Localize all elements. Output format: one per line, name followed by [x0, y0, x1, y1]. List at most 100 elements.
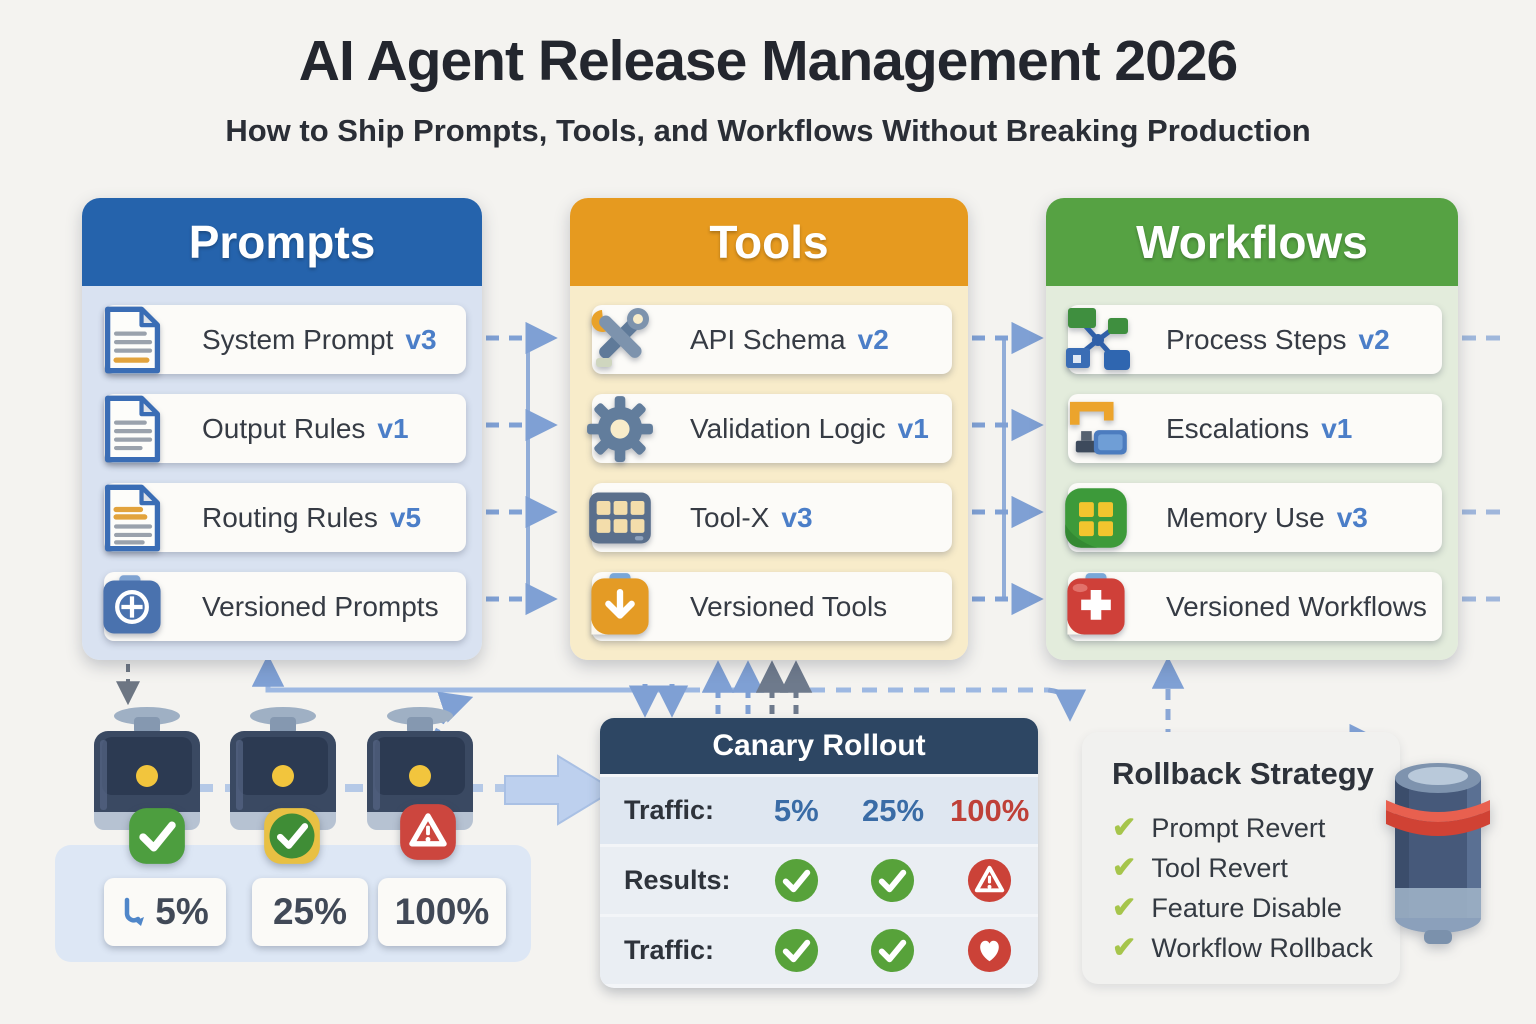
version-badge: v3 [781, 501, 813, 533]
connector-into-canary [1047, 687, 1087, 722]
row-label: Traffic: [624, 935, 715, 965]
list-item: ✔ Prompt Revert [1112, 808, 1400, 848]
table-row: Traffic: 5% 25% 100% [600, 777, 1038, 844]
version-badge: v3 [405, 323, 437, 355]
list-item: Versioned Tools [582, 569, 956, 644]
page-subtitle: How to Ship Prompts, Tools, and Workflow… [225, 113, 1311, 148]
tools-panel-body: API Schema v2 Validation Logic v1 Tool [570, 286, 968, 660]
version-badge: v3 [1336, 501, 1368, 533]
escalation-icon [1062, 393, 1130, 465]
table-row: Traffic: [600, 917, 1038, 984]
version-badge: v2 [857, 323, 889, 355]
connector-tools-to-workflows [972, 321, 1044, 616]
tool-item-tool-x: Tool-X v3 [592, 483, 952, 552]
list-item: Versioned Prompts [94, 569, 470, 644]
item-label: Versioned Tools [690, 590, 888, 622]
prompt-item-system-prompt: System Prompt v3 [104, 305, 466, 374]
row-label: Traffic: [624, 795, 715, 825]
connector-up-arrows-versioned-tools [701, 660, 813, 714]
prompt-item-routing-rules: Routing Rules v5 [104, 483, 466, 552]
version-badge: v5 [389, 501, 422, 533]
rollback-item-label: Feature Disable [1151, 892, 1342, 923]
prompts-panel: Prompts System Prompt v3 Output Rules v1 [82, 198, 482, 660]
traffic-value: 5% [773, 792, 819, 828]
connector-feedback-to-prompts [251, 654, 700, 693]
big-right-arrow-icon [504, 754, 616, 826]
list-item: Memory Use v3 [1058, 480, 1446, 555]
check-icon [774, 928, 818, 973]
tool-item-api-schema: API Schema v2 [592, 305, 952, 374]
warning-badge [398, 802, 458, 862]
row-label: Results: [624, 865, 731, 895]
prompts-panel-title: Prompts [82, 198, 482, 286]
document-icon [98, 393, 166, 465]
document-icon [98, 482, 166, 554]
item-label: Memory Use [1166, 501, 1325, 533]
rollback-strategy-panel: Rollback Strategy ✔ Prompt Revert ✔ Tool… [1082, 732, 1400, 984]
prompt-item-versioned-prompts: Versioned Prompts [104, 572, 466, 641]
traffic-value: 25% [861, 792, 925, 828]
list-item: ✔ Workflow Rollback [1112, 928, 1400, 968]
workflow-item-process-steps: Process Steps v2 [1068, 305, 1442, 374]
item-label: API Schema [690, 323, 846, 355]
grid-icon [586, 482, 654, 554]
crossed-tools-icon [586, 304, 654, 376]
stage-label: 5% [155, 891, 209, 932]
archive-plus-icon [98, 571, 166, 643]
version-badge: v1 [377, 412, 409, 444]
stage-label: 25% [272, 891, 348, 932]
workflow-item-versioned-workflows: Versioned Workflows [1068, 572, 1442, 641]
tools-panel-title: Tools [570, 198, 968, 286]
gear-icon [586, 393, 654, 465]
workflows-panel: Workflows Process Steps v2 Escalations v… [1046, 198, 1458, 660]
rollback-strategy-title: Rollback Strategy [1112, 756, 1374, 791]
item-label: Tool-X [690, 501, 770, 533]
list-item: Tool-X v3 [582, 480, 956, 555]
workflows-panel-title: Workflows [1046, 198, 1458, 286]
workflow-item-escalations: Escalations v1 [1068, 394, 1442, 463]
stage-label: 100% [394, 891, 490, 932]
version-badge: v1 [1321, 412, 1353, 444]
item-label: System Prompt [202, 323, 394, 355]
canary-rollout-title: Canary Rollout [600, 718, 1038, 774]
curved-arrow-icon [125, 897, 145, 926]
check-icon [871, 858, 915, 903]
item-label: Routing Rules [202, 501, 378, 533]
check-icon [871, 928, 915, 973]
item-label: Output Rules [202, 412, 366, 444]
page-title: AI Agent Release Management 2026 [298, 29, 1238, 93]
stage-card-100: 100% [378, 878, 506, 946]
tools-panel: Tools API Schema v2 Validation Logic v1 [570, 198, 968, 660]
prompt-item-output-rules: Output Rules v1 [104, 394, 466, 463]
list-item: Validation Logic v1 [582, 391, 956, 466]
heart-icon [968, 928, 1012, 973]
document-icon [98, 304, 166, 376]
check-icon: ✔ [1112, 891, 1137, 924]
check-icon [774, 858, 818, 903]
item-label: Process Steps [1166, 323, 1347, 355]
flowchart-icon [1062, 304, 1130, 376]
table-row: Results: [600, 847, 1038, 914]
download-box-icon [586, 571, 654, 643]
list-item: Versioned Workflows [1058, 569, 1446, 644]
item-label: Escalations [1166, 412, 1310, 444]
rollback-item-label: Tool Revert [1151, 852, 1288, 883]
stage-card-25: 25% [252, 878, 368, 946]
list-item: Process Steps v2 [1058, 302, 1446, 377]
workflows-panel-body: Process Steps v2 Escalations v1 Memory [1046, 286, 1458, 660]
rollback-item-label: Workflow Rollback [1151, 932, 1373, 963]
list-item: System Prompt v3 [94, 302, 470, 377]
version-badge: v1 [897, 412, 929, 444]
rollback-cylinder-icon [1386, 756, 1490, 964]
deploy-canister-1 [82, 704, 212, 854]
workflow-item-memory-use: Memory Use v3 [1068, 483, 1442, 552]
prompts-panel-body: System Prompt v3 Output Rules v1 Routi [82, 286, 482, 660]
list-item: Routing Rules v5 [94, 480, 470, 555]
tool-item-versioned-tools: Versioned Tools [592, 572, 952, 641]
traffic-value: 100% [950, 792, 1030, 828]
medical-box-icon [1062, 571, 1130, 643]
check-icon: ✔ [1112, 851, 1137, 884]
item-label: Versioned Workflows [1166, 590, 1427, 622]
list-item: Escalations v1 [1058, 391, 1446, 466]
